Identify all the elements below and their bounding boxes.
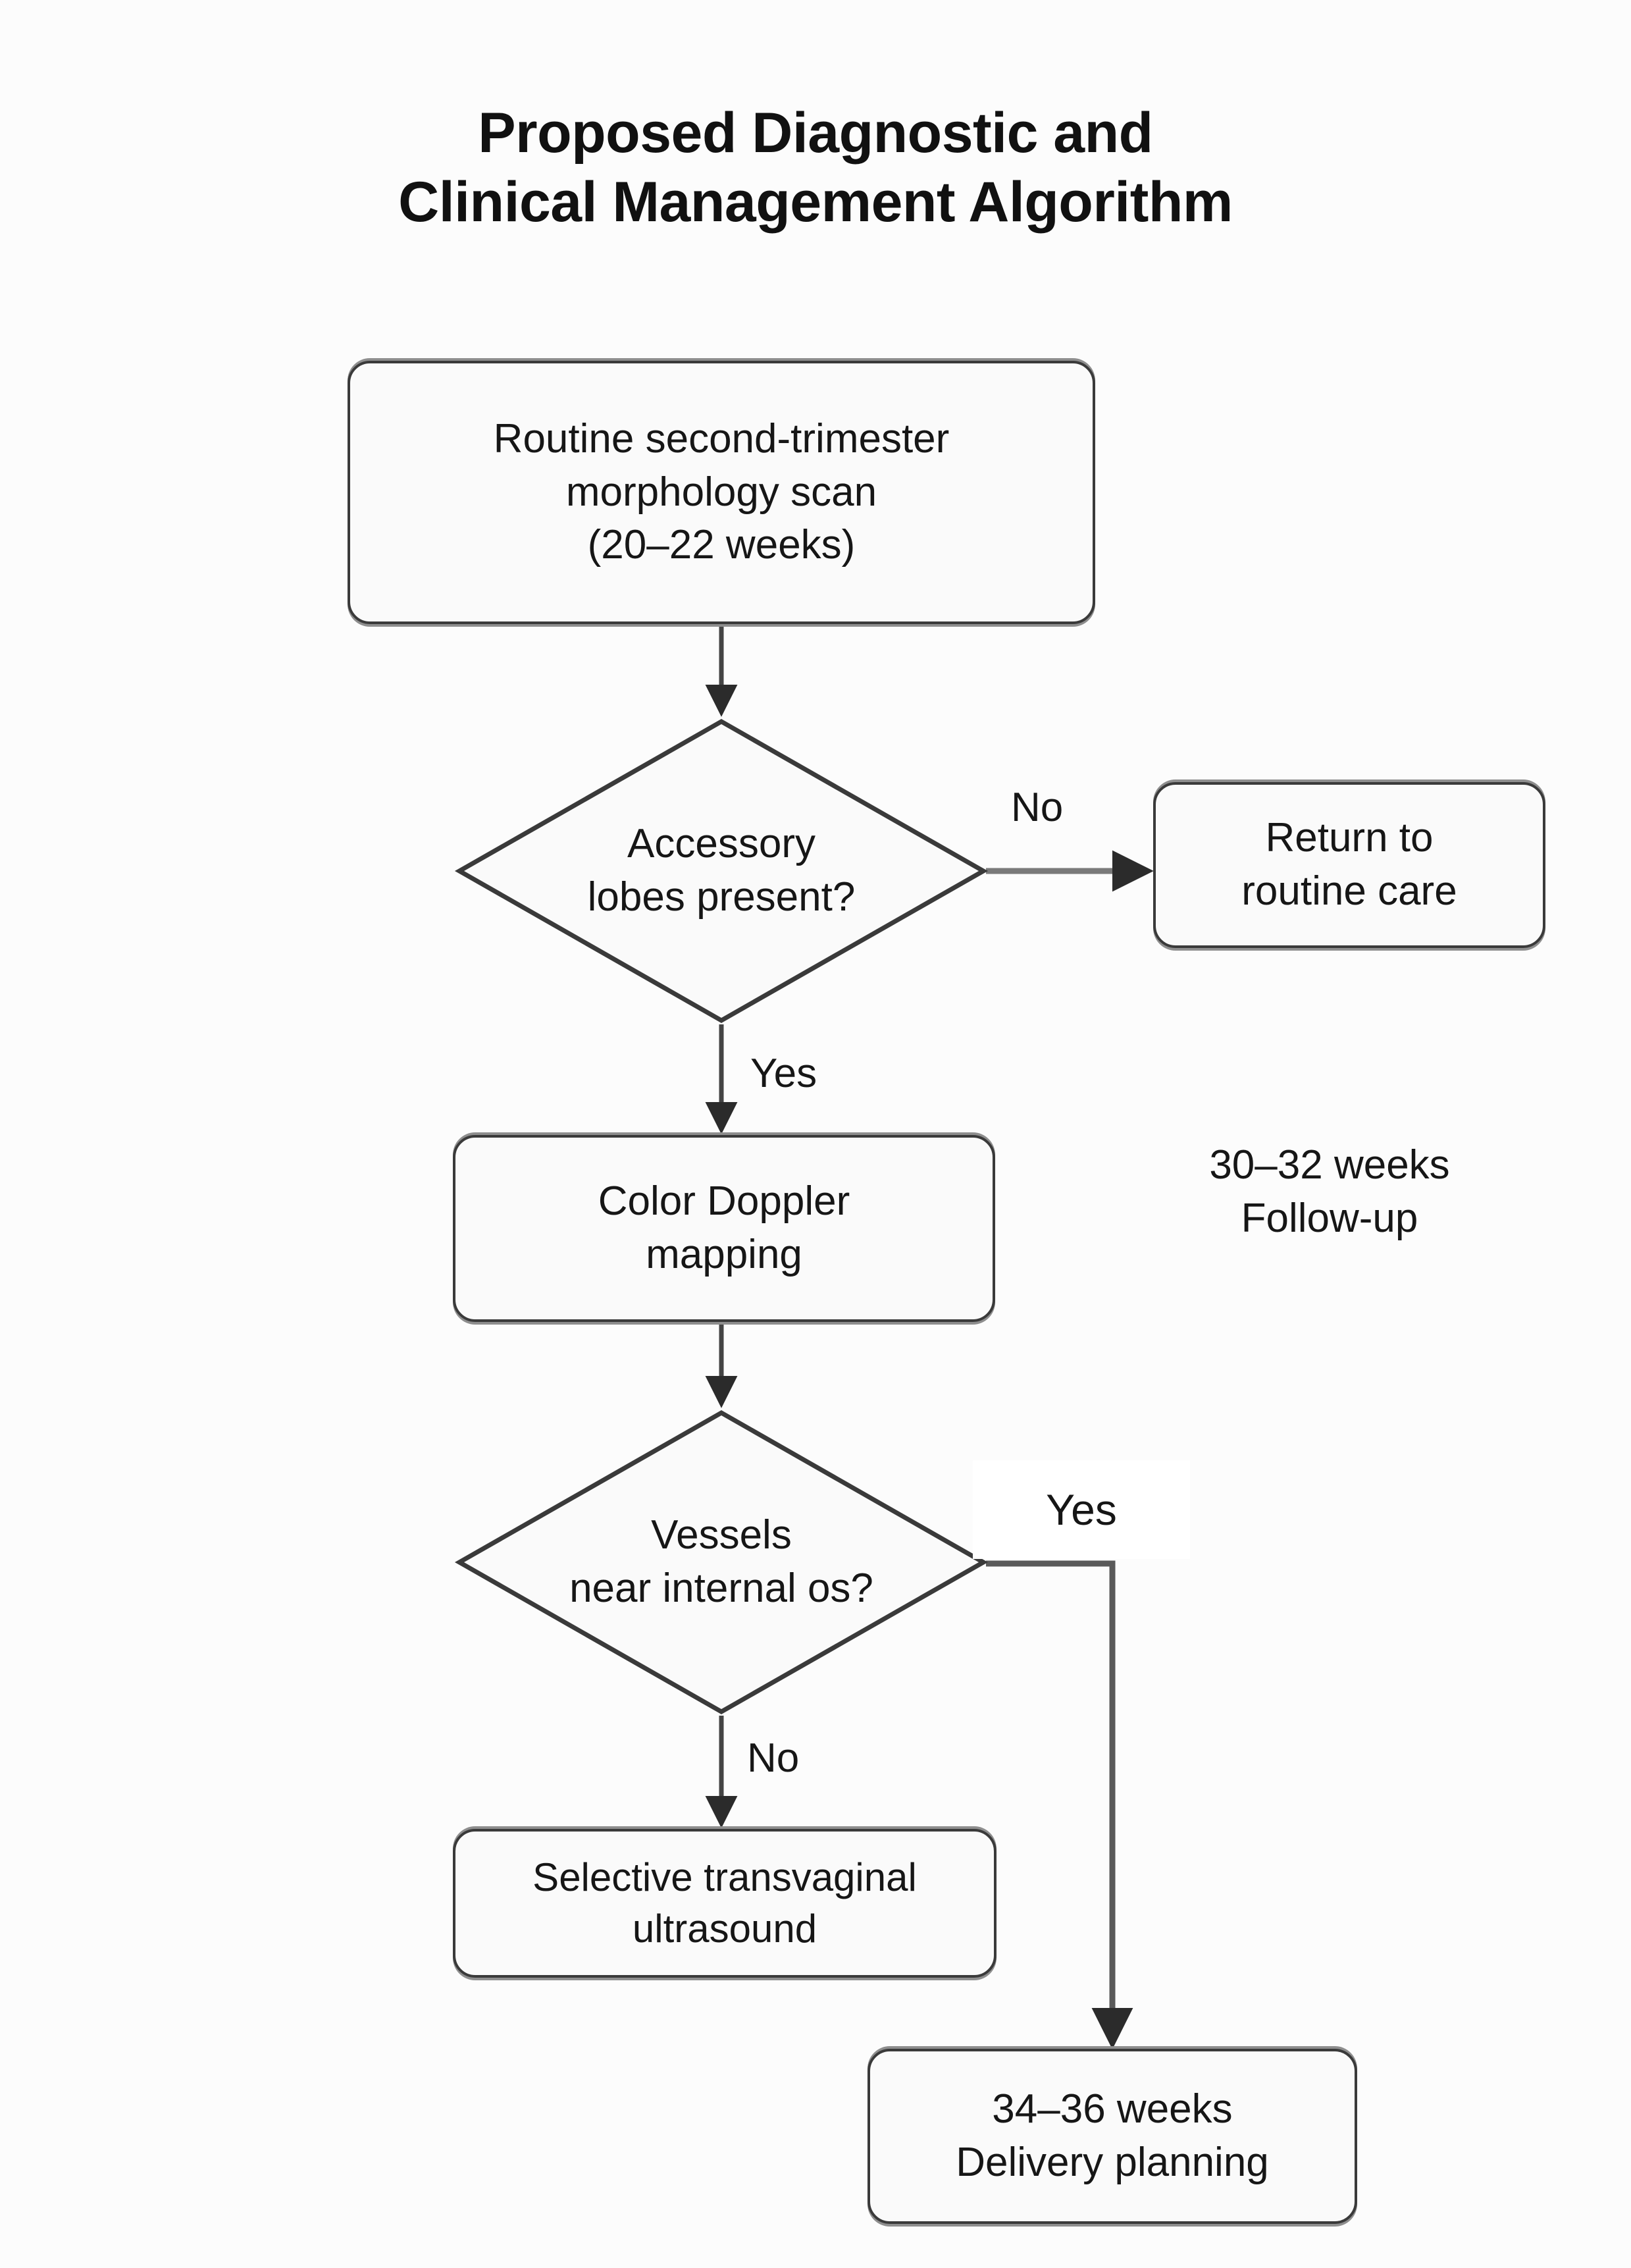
node-delivery-planning[interactable]: 34–36 weeks Delivery planning — [867, 2049, 1357, 2224]
annotation-followup-window: 30–32 weeks Follow-up — [1119, 1139, 1540, 1245]
annotation-followup-line-2: Follow-up — [1241, 1195, 1418, 1241]
annotation-followup-line-1: 30–32 weeks — [1209, 1142, 1450, 1188]
node-return-line-2: routine care — [1241, 868, 1457, 914]
diamond-shape — [454, 1410, 989, 1715]
title-line-2: Clinical Management Algorithm — [398, 170, 1233, 234]
edge-label-no-accessory-lobes: No — [1011, 785, 1064, 830]
node-routine-scan-line-2: morphology scan — [565, 469, 877, 515]
diamond-shape — [454, 718, 989, 1024]
node-return-line-1: Return to — [1265, 815, 1434, 861]
node-delivery-line-2: Delivery planning — [956, 2140, 1269, 2185]
page-title: Proposed Diagnostic and Clinical Managem… — [0, 99, 1631, 237]
edge-label-yes-vessels: Yes — [973, 1460, 1190, 1559]
node-accessory-lobes-decision[interactable]: Accessory lobes present? — [454, 718, 989, 1024]
node-doppler-line-1: Color Doppler — [598, 1178, 850, 1225]
edge-label-yes-accessory-lobes: Yes — [750, 1051, 817, 1096]
title-line-1: Proposed Diagnostic and — [478, 101, 1153, 165]
edge-label-no-vessels: No — [747, 1735, 800, 1781]
node-routine-scan-line-1: Routine second-trimester — [493, 416, 950, 462]
node-delivery-line-1: 34–36 weeks — [992, 2086, 1233, 2132]
node-routine-scan-line-3: (20–22 weeks) — [587, 522, 856, 568]
node-selective-transvaginal-ultrasound[interactable]: Selective transvaginal ultrasound — [453, 1829, 997, 1978]
node-return-to-routine-care[interactable]: Return to routine care — [1153, 782, 1545, 948]
node-vessels-near-internal-os-decision[interactable]: Vessels near internal os? — [454, 1409, 989, 1716]
node-tvus-line-1: Selective transvaginal — [532, 1855, 917, 1899]
node-routine-scan[interactable]: Routine second-trimester morphology scan… — [348, 361, 1095, 624]
node-doppler-line-2: mapping — [646, 1232, 802, 1277]
edge-vessels-yes-to-delivery — [986, 1560, 1133, 2049]
node-color-doppler-mapping[interactable]: Color Doppler mapping — [453, 1135, 995, 1322]
node-tvus-line-2: ultrasound — [632, 1907, 817, 1951]
